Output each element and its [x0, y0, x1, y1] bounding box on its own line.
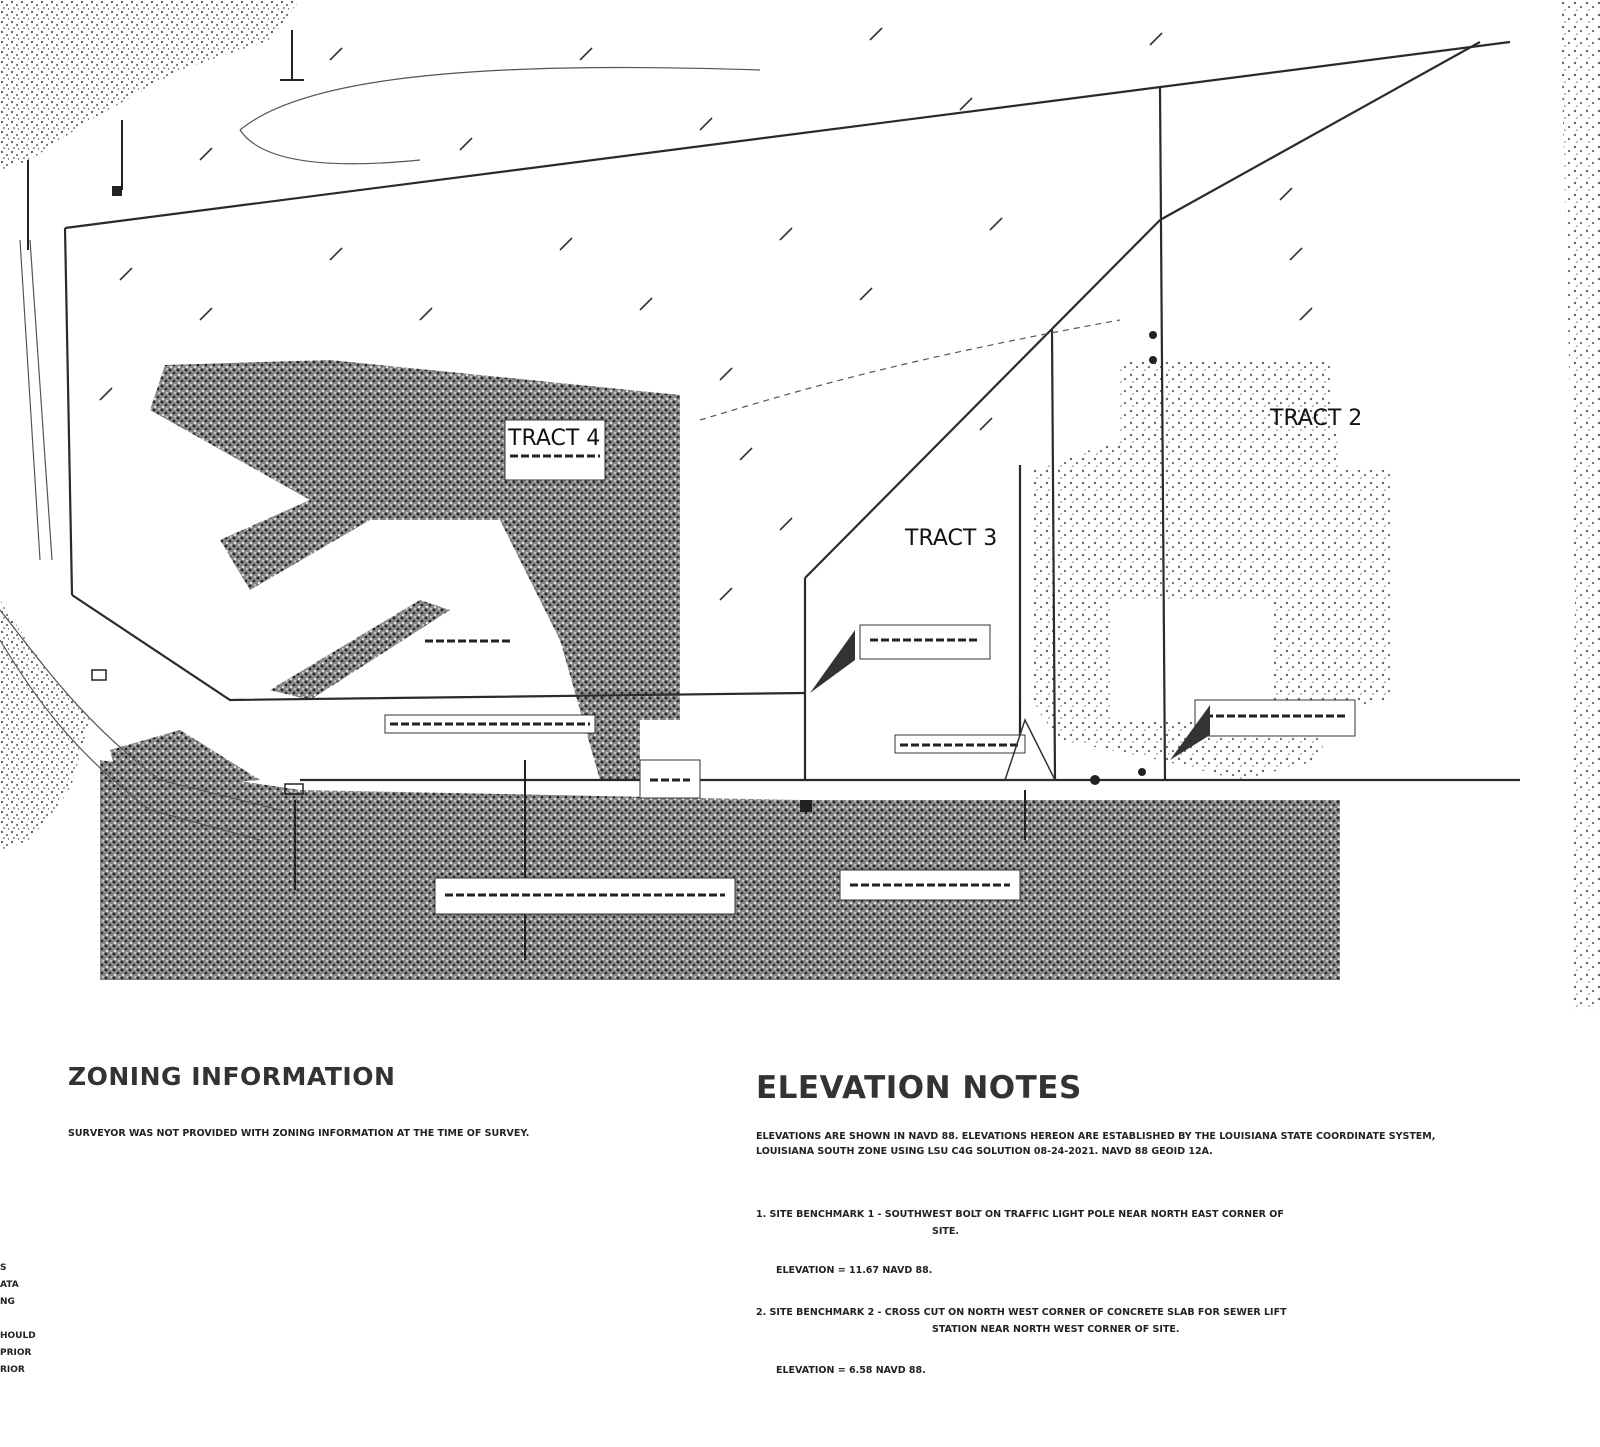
- fragment-line: PRIOR: [0, 1348, 32, 1358]
- vegetation-area-left: [0, 600, 90, 850]
- slope-arrows: [99, 27, 1313, 601]
- north-arrows: [810, 630, 1210, 781]
- road-dense-area-left: [110, 730, 260, 790]
- tract-3-label: TRACT 3: [904, 526, 997, 551]
- benchmark-1-cont: SITE.: [932, 1226, 959, 1237]
- benchmark-2-cont: STATION NEAR NORTH WEST CORNER OF SITE.: [932, 1324, 1180, 1335]
- utility-poles: [27, 30, 1026, 960]
- tract-4-label: TRACT 4: [507, 426, 600, 451]
- tract-2-label: TRACT 2: [1269, 406, 1362, 431]
- plan-annotation-boxes: [384, 419, 1356, 915]
- road-dense-area: [100, 760, 1340, 980]
- fragment-line: ATA: [0, 1280, 19, 1290]
- elevation-notes-text: ELEVATIONS ARE SHOWN IN NAVD 88. ELEVATI…: [756, 1131, 1436, 1157]
- boundary-lines: [63, 40, 1520, 782]
- zoning-information-text: SURVEYOR WAS NOT PROVIDED WITH ZONING IN…: [68, 1128, 530, 1139]
- benchmark-2: 2. SITE BENCHMARK 2 - CROSS CUT ON NORTH…: [756, 1304, 1476, 1338]
- fragment-line: S: [0, 1263, 7, 1273]
- vegetation-area-top-left: [0, 0, 300, 170]
- fragment-line: NG: [0, 1297, 15, 1307]
- benchmark-1-head: 1. SITE BENCHMARK 1 - SOUTHWEST BOLT ON …: [756, 1209, 1284, 1220]
- elevation-notes-title: ELEVATION NOTES: [756, 1070, 1082, 1106]
- fragment-line: HOULD: [0, 1331, 36, 1341]
- benchmark-2-head: 2. SITE BENCHMARK 2 - CROSS CUT ON NORTH…: [756, 1307, 1287, 1318]
- benchmark-2-elevation: ELEVATION = 6.58 NAVD 88.: [776, 1365, 926, 1376]
- site-survey-plan: TRACT 4 TRACT 3 TRACT 2: [0, 0, 1600, 1010]
- plan-annotation-scribbles: [390, 454, 1345, 897]
- truncated-notes-fragment: S ATA NG HOULD PRIOR RIOR: [0, 1260, 60, 1379]
- benchmark-1-elevation: ELEVATION = 11.67 NAVD 88.: [776, 1265, 933, 1276]
- fragment-line: [0, 1311, 60, 1328]
- tract-4-dense-strip: [270, 600, 450, 700]
- vegetation-area-right: [1560, 0, 1600, 1010]
- curb-lines: [0, 66, 1121, 841]
- fragment-line: RIOR: [0, 1365, 25, 1375]
- zoning-information-title: ZONING INFORMATION: [68, 1062, 396, 1091]
- survey-markers: [91, 186, 1157, 812]
- benchmark-1: 1. SITE BENCHMARK 1 - SOUTHWEST BOLT ON …: [756, 1206, 1476, 1240]
